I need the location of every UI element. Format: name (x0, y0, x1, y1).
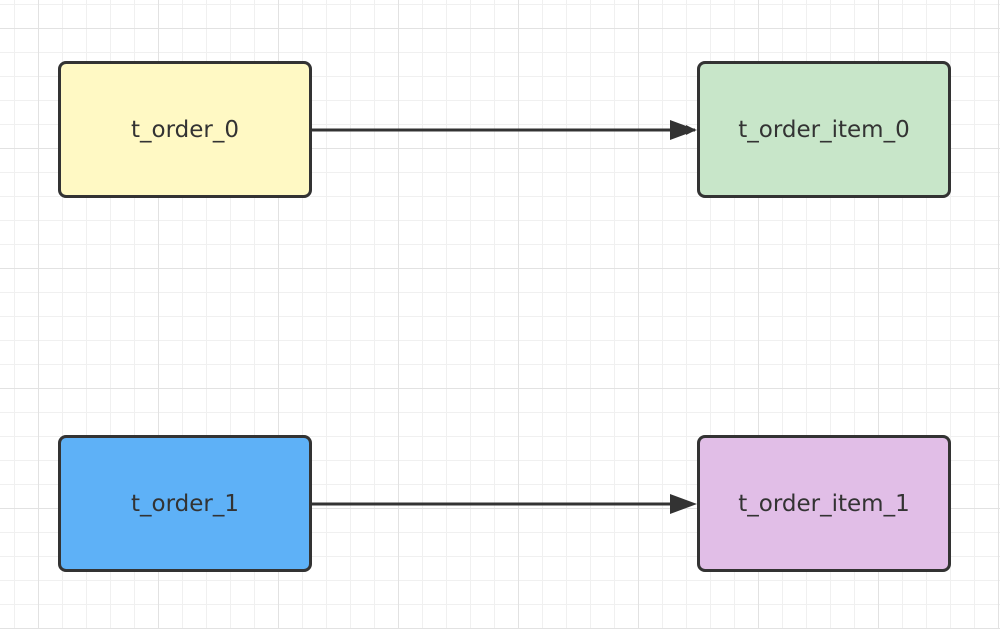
node-label: t_order_item_0 (738, 116, 910, 143)
node-label: t_order_item_1 (738, 490, 910, 517)
node-label: t_order_0 (131, 116, 239, 143)
node-t-order-1[interactable]: t_order_1 (58, 435, 312, 572)
node-label: t_order_1 (131, 490, 239, 517)
node-t-order-0[interactable]: t_order_0 (58, 61, 312, 198)
arrowhead-order0-to-item0 (670, 120, 697, 140)
arrowhead-order1-to-item1 (670, 494, 697, 514)
node-t-order-item-0[interactable]: t_order_item_0 (697, 61, 951, 198)
node-t-order-item-1[interactable]: t_order_item_1 (697, 435, 951, 572)
